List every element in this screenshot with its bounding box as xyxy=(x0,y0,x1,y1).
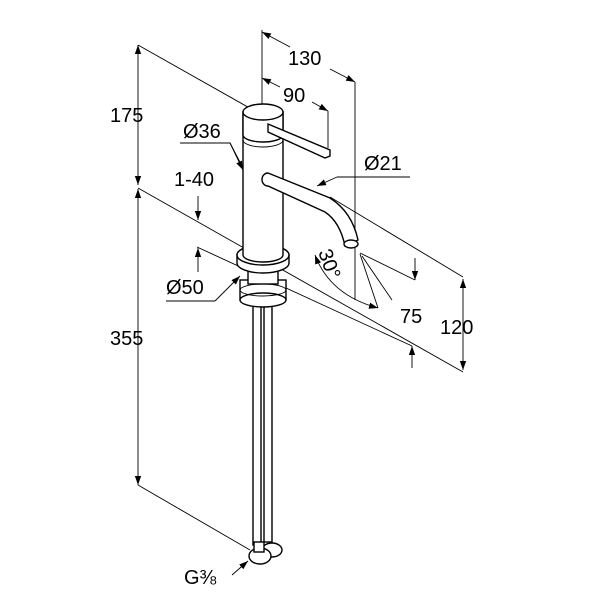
dim-line-130-a xyxy=(261,31,291,48)
leader-d36-arrow xyxy=(229,142,244,171)
hose-right xyxy=(263,299,273,543)
label-175: 175 xyxy=(110,105,143,127)
dim-line-130-b xyxy=(329,68,356,83)
leader-d50-arrow xyxy=(214,275,241,302)
hose-nuts xyxy=(248,541,283,565)
dimension-labels: 175 Ø36 1-40 Ø50 355 130 90 Ø21 30° 75 1… xyxy=(110,48,473,589)
body-seam xyxy=(242,139,284,148)
extension-line-spout-outlet xyxy=(359,252,416,281)
angle-arc-30 xyxy=(314,254,379,309)
label-d50: Ø50 xyxy=(166,277,204,299)
lever-handle xyxy=(267,122,331,159)
dimension-lines xyxy=(134,30,467,576)
dim-line-90-a xyxy=(261,77,281,88)
label-1-40: 1-40 xyxy=(174,169,214,191)
faucet-body xyxy=(242,111,284,263)
mounting-nut-bottom xyxy=(239,292,287,308)
label-120: 120 xyxy=(440,317,473,339)
label-90: 90 xyxy=(283,85,305,107)
label-d21: Ø21 xyxy=(364,153,402,175)
leader-d21-arrow xyxy=(316,176,338,187)
top-cap-face xyxy=(242,103,284,121)
hose-left xyxy=(252,299,262,546)
leader-g38-arrow xyxy=(231,560,249,576)
spout-outlet xyxy=(343,239,359,249)
dim-line-90-b xyxy=(311,101,329,112)
label-d36: Ø36 xyxy=(183,121,221,143)
label-g38: G⅜ xyxy=(184,567,217,589)
reach-line-75 xyxy=(359,253,379,309)
extension-line-spout-top xyxy=(329,196,464,278)
label-75: 75 xyxy=(400,306,422,328)
extension-line-deck xyxy=(137,187,464,373)
label-355: 355 xyxy=(110,328,143,350)
extension-line-bottom xyxy=(137,484,251,551)
faucet xyxy=(236,103,359,565)
label-130: 130 xyxy=(288,48,321,70)
label-30deg: 30° xyxy=(313,246,344,282)
extension-line-top xyxy=(137,44,263,116)
extension-line-underside xyxy=(196,246,413,347)
leader-d36 xyxy=(180,142,244,169)
reach-line-75-b xyxy=(361,255,393,301)
spout xyxy=(261,172,359,248)
